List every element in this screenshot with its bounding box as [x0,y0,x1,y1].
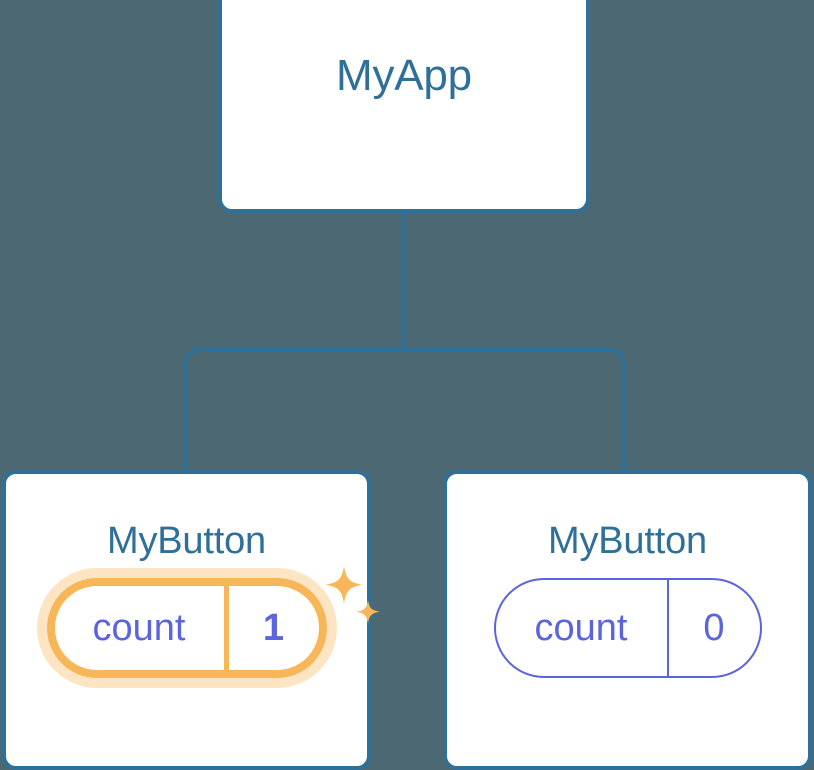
component-card-root[interactable]: MyApp [218,0,590,213]
state-pill-wrap-right: count 0 [447,578,808,678]
state-key-right: count [496,580,669,676]
state-key-left: count [55,586,229,670]
component-card-right[interactable]: MyButton count 0 [443,470,812,770]
component-name-right: MyButton [548,520,707,562]
state-pill-left[interactable]: count 1 [46,578,327,678]
state-pill-right[interactable]: count 0 [493,578,762,678]
component-name-left: MyButton [107,520,266,562]
edge-to-right-child [404,347,626,476]
edge-to-left-child [183,347,404,476]
tree-connectors [183,211,626,476]
state-value-left: 1 [262,607,285,649]
state-pill-wrap-left: count 1 [6,578,367,678]
state-value-right: 0 [703,607,725,649]
component-card-left[interactable]: MyButton count 1 [2,470,380,770]
component-name-root: MyApp [336,51,472,100]
